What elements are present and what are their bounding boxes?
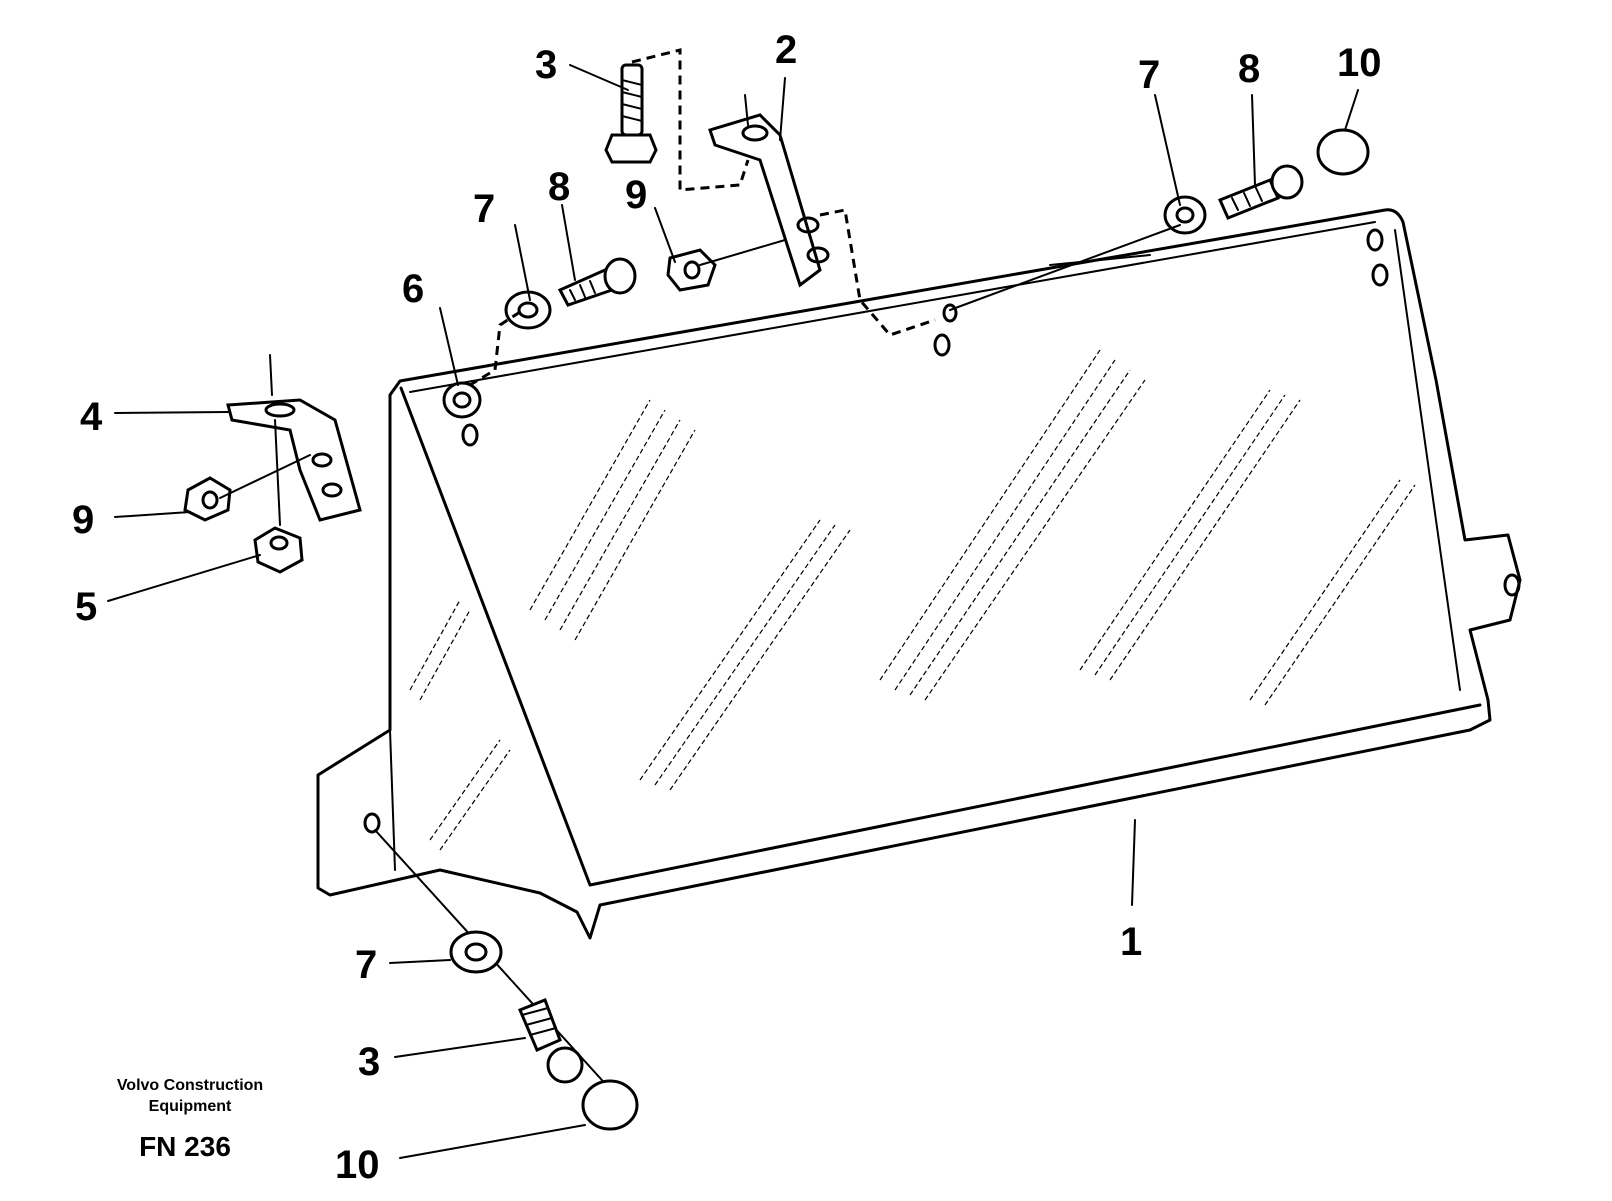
callout-6: 6: [402, 267, 424, 311]
callout-3-bottom: 3: [358, 1040, 380, 1084]
washer-6: [442, 381, 482, 419]
credit-block: Volvo Construction Equipment FN 236: [117, 1077, 263, 1162]
callout-10-right: 10: [1337, 41, 1382, 85]
glass-reflections: [409, 349, 1416, 851]
nut-left: [183, 454, 311, 522]
callout-5: 5: [75, 585, 97, 629]
washer-bolt-right: [949, 128, 1370, 311]
callouts: 1 2 3 3 4 5 6 7 7 7 8 8 9 9 10 10: [72, 28, 1382, 1187]
callout-2: 2: [775, 28, 797, 72]
callout-7-left: 7: [473, 187, 495, 231]
callout-9-left: 9: [72, 498, 94, 542]
callout-9-upper: 9: [625, 173, 647, 217]
credit-line-1: Volvo Construction: [117, 1077, 263, 1094]
callout-4: 4: [80, 395, 103, 439]
callout-8-left: 8: [548, 165, 570, 209]
callout-7-right: 7: [1138, 53, 1160, 97]
callout-8-right: 8: [1238, 47, 1260, 91]
nut-5: [253, 526, 304, 574]
bracket-upper: [708, 94, 936, 337]
callout-10-bottom: 10: [335, 1143, 380, 1187]
nut-upper: [666, 239, 786, 292]
bolt-top: [604, 48, 750, 192]
washer-bolt-bottom: [374, 829, 639, 1131]
credit-line-2: Equipment: [149, 1098, 232, 1115]
window-panel: [316, 208, 1522, 940]
figure-code: FN 236: [139, 1131, 231, 1162]
bracket-left: [226, 354, 362, 526]
callout-7-bottom: 7: [355, 943, 377, 987]
leader-lines: [107, 64, 1359, 1159]
washer-bolt-left: [469, 257, 637, 387]
callout-1: 1: [1120, 920, 1142, 964]
callout-3-top: 3: [535, 43, 557, 87]
